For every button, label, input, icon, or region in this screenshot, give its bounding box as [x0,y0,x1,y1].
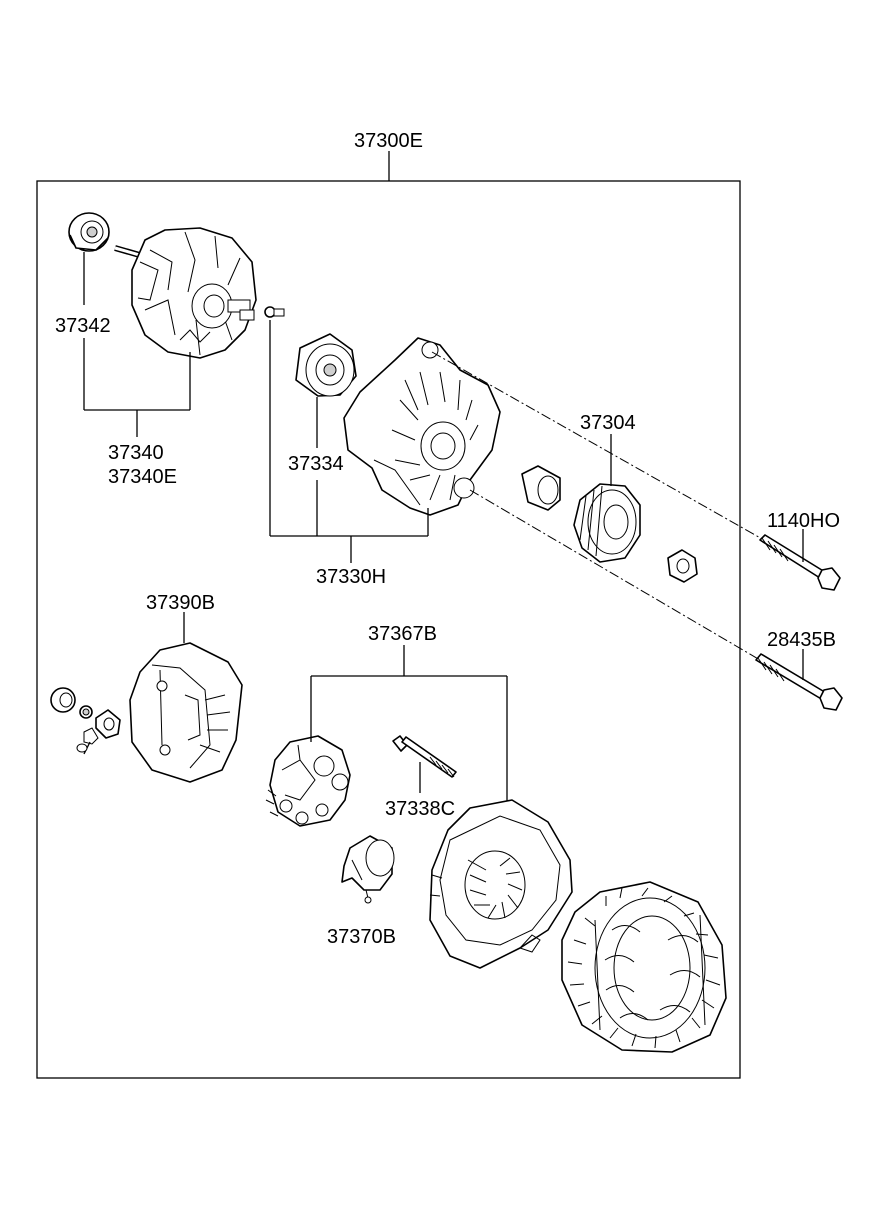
small-screw-part [264,306,285,318]
rectifier-part [265,735,351,827]
terminal-cap-part [50,687,76,713]
upper-bolt-part [759,534,841,591]
label-pulley[interactable]: 37304 [580,412,636,434]
label-rotor[interactable]: 37340 [108,442,164,464]
rear-cover-part [129,642,243,783]
label-upper-bolt[interactable]: 1140HO [767,510,840,532]
label-regulator[interactable]: 37370B [327,926,396,948]
terminal-stud-part [76,727,99,755]
nut-part [667,549,698,583]
label-rear-bearing[interactable]: 37334 [288,453,344,475]
terminal-nut-part [79,705,93,719]
label-rear-cover[interactable]: 37390B [146,592,215,614]
terminal-insulator-part [95,709,121,739]
lower-bolt-part [755,653,843,711]
label-lower-bolt[interactable]: 28435B [767,629,836,651]
front-bracket-part [343,337,501,516]
through-bolt-part [392,735,457,778]
regulator-part [341,835,395,904]
label-rotor-alt[interactable]: 37340E [108,466,177,488]
spacer-collar-part [521,465,561,511]
label-assembly[interactable]: 37300E [354,130,423,152]
pulley-part [573,483,641,563]
stator-part [561,881,727,1053]
label-rectifier[interactable]: 37367B [368,623,437,645]
label-bracket-assy[interactable]: 37330H [316,566,386,588]
label-through-bolt[interactable]: 37338C [385,798,455,820]
label-front-bearing[interactable]: 37342 [55,315,111,337]
rear-bracket-part [429,799,573,969]
front-bearing-part [68,212,110,252]
rear-bearing-part [295,333,357,397]
rotor-part [114,227,257,359]
